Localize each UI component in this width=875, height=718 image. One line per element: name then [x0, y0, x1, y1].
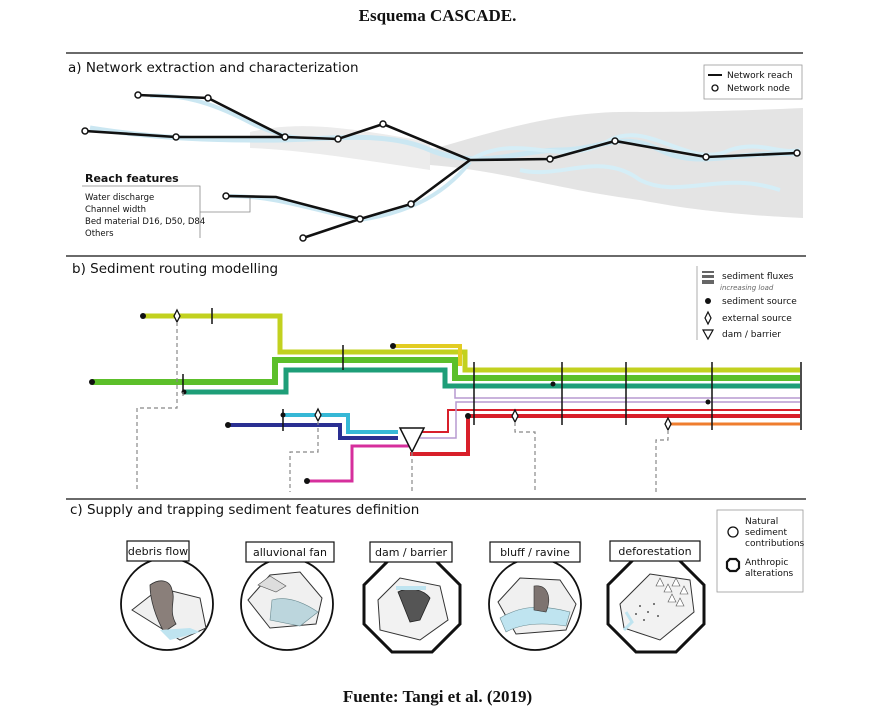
figure-title: Esquema CASCADE.: [358, 6, 517, 25]
sediment-source-markers: [89, 313, 711, 484]
network-legend: Network reach Network node: [703, 64, 803, 100]
reach-features-box: Reach features Water discharge Channel w…: [82, 172, 251, 239]
feature-label: deforestation: [618, 545, 691, 558]
reach-features-title: Reach features: [85, 172, 179, 185]
figure-source: Fuente: Tangi et al. (2019): [342, 687, 533, 706]
legend-anthropic-line: Anthropic: [745, 558, 788, 568]
feature-label: dam / barrier: [375, 546, 448, 559]
legend-sediment-source: sediment source: [722, 297, 797, 307]
panel-a-label: a) Network extraction and characterizati…: [68, 60, 359, 76]
feature-debris-flow: debris flow: [120, 540, 214, 651]
feature-deforestation: deforestation: [606, 540, 706, 654]
external-source-markers: [173, 308, 672, 432]
dam-barrier-marker: [398, 427, 426, 454]
feature-label: bluff / ravine: [500, 546, 570, 559]
dashed-connectors: [136, 322, 669, 492]
river-background: [89, 93, 803, 223]
legend-natural-line: contributions: [745, 539, 805, 549]
network-nodes: [81, 91, 801, 242]
panel-b-label: b) Sediment routing modelling: [72, 261, 278, 277]
legend-increasing-load: increasing load: [720, 284, 774, 292]
feature-bluff-ravine: bluff / ravine: [488, 541, 582, 651]
legend-natural-line: sediment: [745, 528, 787, 538]
reach-feature-item: Channel width: [85, 205, 146, 215]
legend-network-reach: Network reach: [727, 71, 793, 81]
feature-label: debris flow: [128, 545, 188, 558]
feature-dam-barrier: dam / barrier: [362, 541, 462, 654]
sediment-fluxes: [92, 313, 800, 483]
legend-natural-line: Natural: [745, 517, 778, 527]
feature-alluvional-fan: alluvional fan: [240, 541, 335, 651]
legend-dam-barrier: dam / barrier: [722, 330, 781, 340]
reach-feature-item: Others: [85, 229, 114, 239]
legend-external-source: external source: [722, 314, 792, 324]
legend-network-node: Network node: [727, 84, 790, 94]
reach-feature-item: Bed material D16, D50, D84: [85, 217, 205, 227]
reach-feature-item: Water discharge: [85, 193, 154, 203]
legend-sediment-fluxes: sediment fluxes: [722, 272, 794, 282]
legend-anthropic-line: alterations: [745, 569, 794, 579]
feature-type-legend: Natural sediment contributions Anthropic…: [716, 509, 805, 593]
panel-c-label: c) Supply and trapping sediment features…: [70, 502, 419, 518]
sediment-legend: sediment fluxes increasing load sediment…: [696, 266, 797, 341]
feature-label: alluvional fan: [253, 546, 327, 559]
